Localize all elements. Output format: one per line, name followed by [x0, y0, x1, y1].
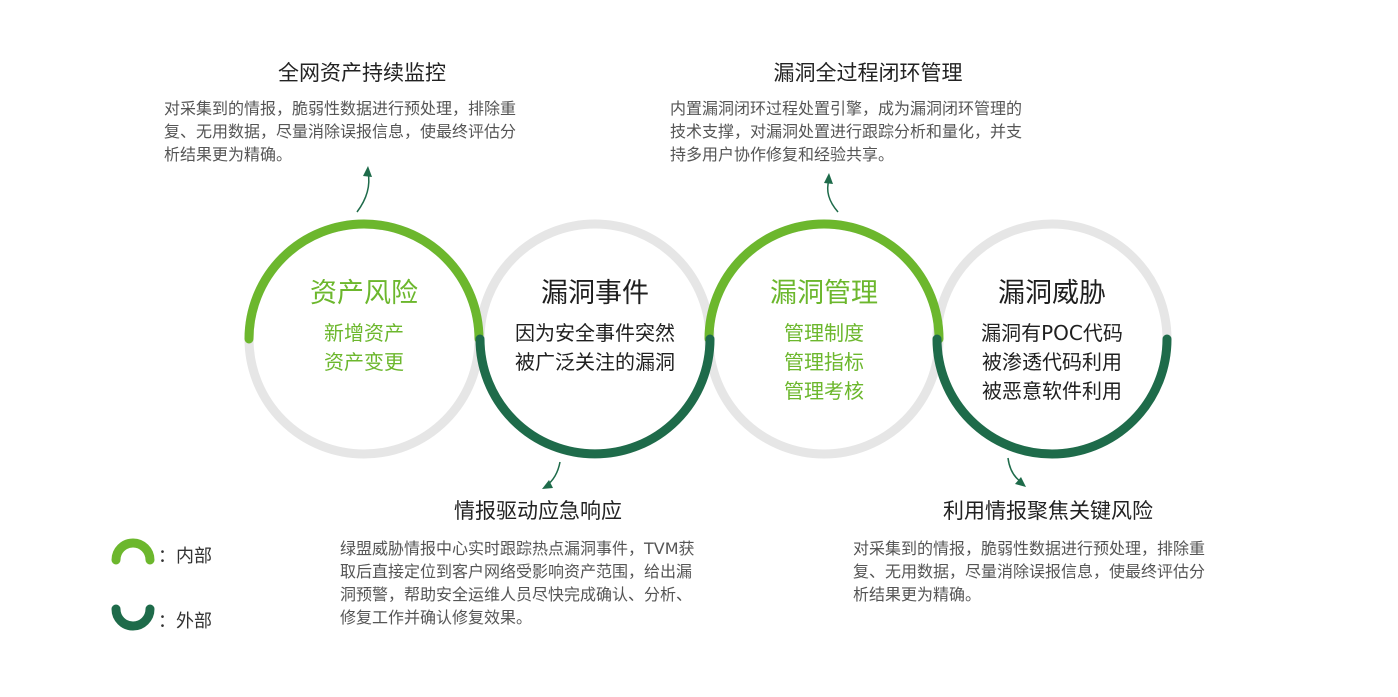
circle-1-title: 资产风险: [310, 278, 418, 309]
circle-4-items: 漏洞有POC代码 被渗透代码利用 被恶意软件利用: [952, 319, 1152, 406]
desc-line: 技术支撑，对漏洞处置进行跟踪分析和量化，并支: [670, 122, 1023, 141]
legend-internal-label: ：内部: [158, 546, 212, 567]
circle-item: 被渗透代码利用: [982, 350, 1122, 374]
key-risk-title: 利用情报聚焦关键风险: [943, 499, 1153, 523]
circle-item: 被广泛关注的漏洞: [515, 350, 675, 374]
circle-item: 因为安全事件突然: [515, 321, 675, 345]
circle-1-internal-arc: [244, 219, 484, 344]
emergency-response-title: 情报驱动应急响应: [454, 499, 622, 523]
arrow-to-closed-loop: [826, 179, 839, 213]
desc-line: 复、无用数据，尽量消除误报信息，使最终评估分: [164, 122, 517, 141]
arrow-head: [542, 480, 553, 489]
circle-2-title: 漏洞事件: [541, 278, 649, 309]
circle-4-title: 漏洞威胁: [998, 278, 1106, 309]
arrow-to-asset-monitoring: [356, 171, 370, 213]
arrow-head: [1015, 477, 1026, 487]
circle-2-items: 因为安全事件突然 被广泛关注的漏洞: [495, 319, 695, 377]
circle-item: 新增资产: [324, 321, 404, 345]
desc-line: 析结果更为精确。: [164, 145, 293, 164]
desc-line: 复、无用数据，尽量消除误报信息，使最终评估分: [853, 562, 1206, 581]
circle-item: 被恶意软件利用: [982, 379, 1122, 403]
circle-1-items: 新增资产 资产变更: [264, 319, 464, 377]
circle-3-items: 管理制度 管理指标 管理考核: [724, 319, 924, 406]
legend-external-icon: [111, 604, 155, 631]
desc-line: 内置漏洞闭环过程处置引擎，成为漏洞闭环管理的: [670, 99, 1023, 118]
circle-3-title: 漏洞管理: [770, 278, 878, 309]
desc-line: 析结果更为精确。: [853, 585, 982, 604]
asset-monitoring-title: 全网资产持续监控: [278, 61, 446, 85]
circle-3-internal-arc: [704, 219, 944, 344]
circle-4-external-arc: [932, 334, 1172, 459]
closed-loop-title: 漏洞全过程闭环管理: [773, 61, 963, 85]
legend-external-label: ：外部: [158, 611, 212, 632]
circle-2-external-arc: [475, 334, 715, 459]
circle-item: 管理制度: [784, 321, 864, 345]
arrow-head: [363, 166, 372, 177]
circle-item: 管理指标: [784, 350, 864, 374]
asset-monitoring-desc: 对采集到的情报，脆弱性数据进行预处理，排除重 复、无用数据，尽量消除误报信息，使…: [164, 97, 584, 166]
desc-line: 取后直接定位到客户网络受影响资产范围，给出漏: [340, 562, 693, 581]
closed-loop-desc: 内置漏洞闭环过程处置引擎，成为漏洞闭环管理的 技术支撑，对漏洞处置进行跟踪分析和…: [670, 97, 1090, 166]
desc-line: 持多用户协作修复和经验共享。: [670, 145, 895, 164]
circle-item: 管理考核: [784, 379, 864, 403]
desc-line: 对采集到的情报，脆弱性数据进行预处理，排除重: [853, 539, 1206, 558]
desc-line: 修复工作并确认修复效果。: [340, 608, 533, 627]
desc-line: 洞预警，帮助安全运维人员尽快完成确认、分析、: [340, 585, 693, 604]
arrow-to-key-risk: [1007, 457, 1022, 483]
circle-item: 漏洞有POC代码: [981, 321, 1123, 345]
legend-internal-icon: [111, 538, 155, 565]
desc-line: 对采集到的情报，脆弱性数据进行预处理，排除重: [164, 99, 517, 118]
circle-item: 资产变更: [324, 350, 404, 374]
key-risk-desc: 对采集到的情报，脆弱性数据进行预处理，排除重 复、无用数据，尽量消除误报信息，使…: [853, 537, 1273, 606]
emergency-response-desc: 绿盟威胁情报中心实时跟踪热点漏洞事件，TVM获 取后直接定位到客户网络受影响资产…: [340, 537, 760, 629]
arrow-head: [824, 173, 833, 184]
desc-line: 绿盟威胁情报中心实时跟踪热点漏洞事件，TVM获: [340, 539, 695, 558]
